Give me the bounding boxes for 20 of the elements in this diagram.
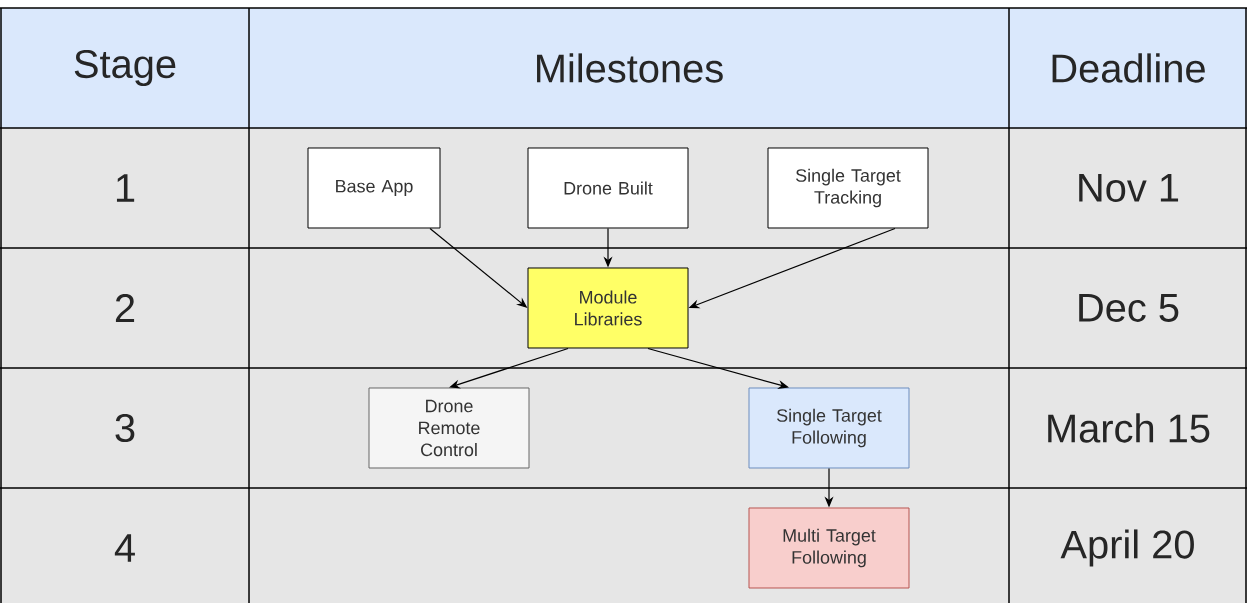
arrow — [449, 347, 569, 389]
table-cell: Nov 1 — [1079, 174, 1179, 202]
milestone-box: Base App — [307, 147, 441, 229]
column-header: Deadline — [1052, 53, 1205, 83]
milestone-box: Single Target Following — [748, 387, 910, 469]
table-cell: 4 — [114, 534, 135, 562]
table-cell: March 15 — [1048, 413, 1210, 443]
column-header: Stage — [74, 49, 176, 87]
milestone-box: Drone Remote Control — [368, 387, 530, 469]
milestone-box: Single Target Tracking — [767, 147, 929, 229]
table-cell: 2 — [115, 294, 135, 322]
arrow — [647, 347, 789, 389]
column-header: Milestones — [537, 53, 723, 83]
table-cell: 1 — [116, 174, 135, 202]
table-cell: 3 — [115, 413, 135, 443]
milestone-box: Module Libraries — [527, 267, 689, 349]
table-cell: Dec 5 — [1079, 294, 1179, 322]
milestone-box: Drone Built — [527, 147, 689, 229]
table-cell: April 20 — [1060, 529, 1194, 567]
milestone-box: Multi Target Following — [748, 507, 910, 589]
